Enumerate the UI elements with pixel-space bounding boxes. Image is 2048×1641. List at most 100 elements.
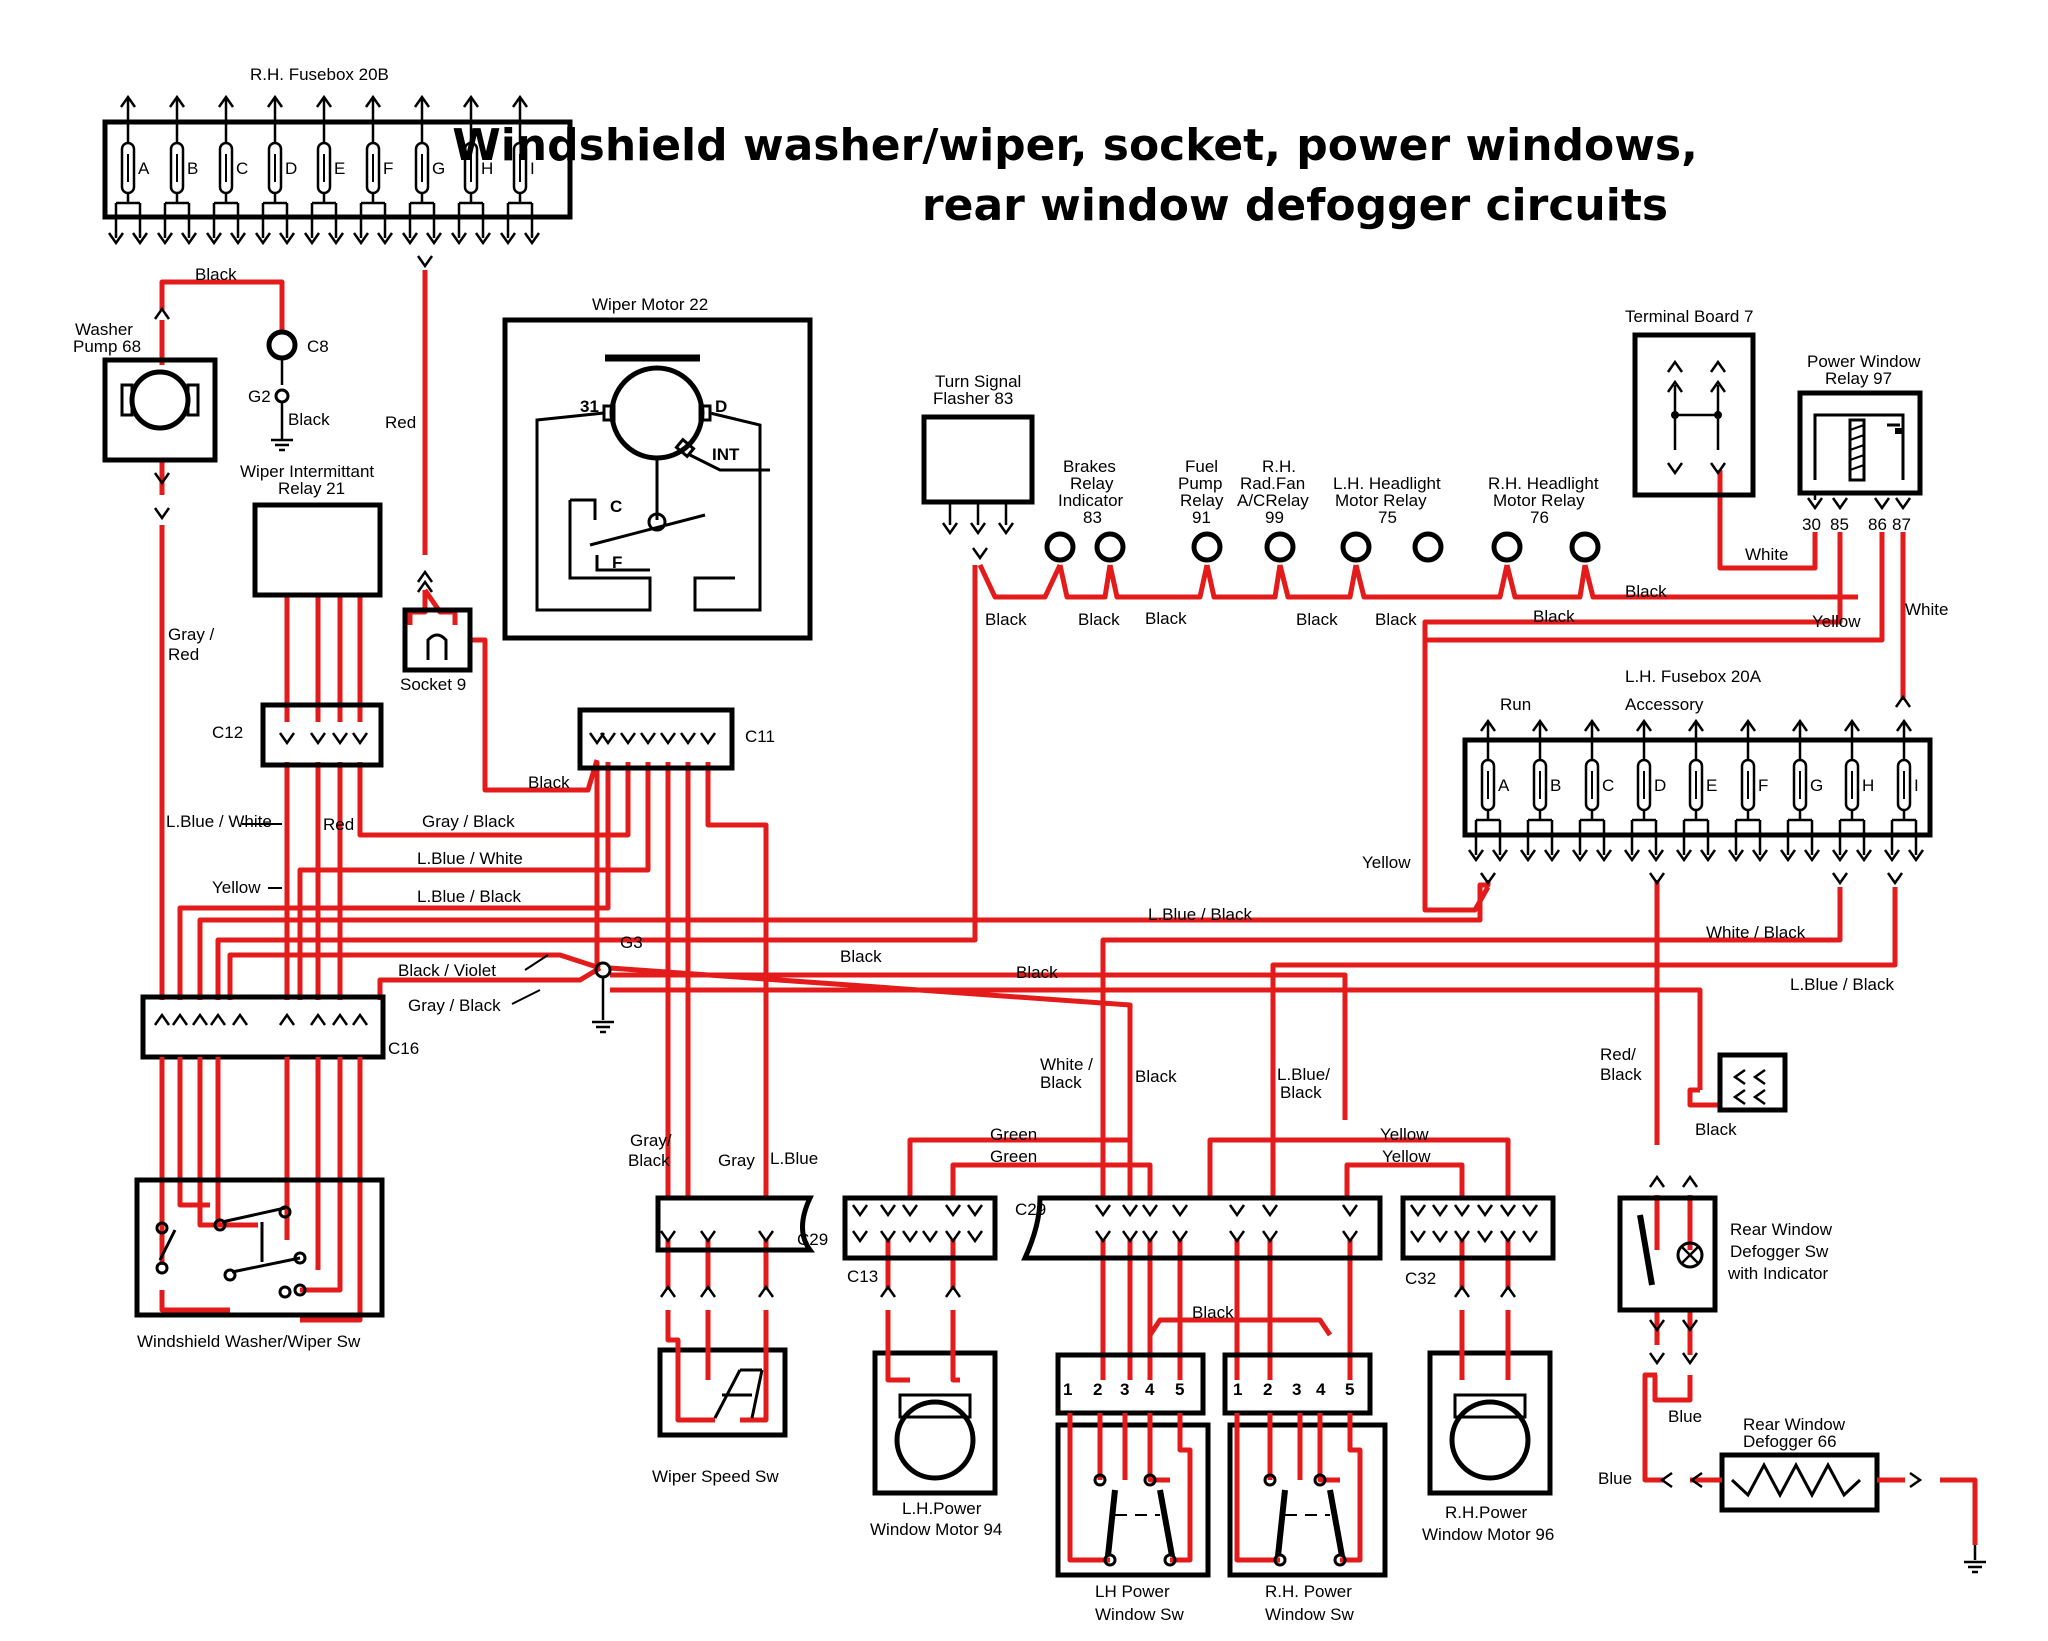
lh-window-motor: L.H.Power Window Motor 94 — [870, 1310, 1002, 1539]
pin-86: 86 — [1868, 515, 1887, 534]
title-line-2: rear window defogger circuits — [922, 180, 1668, 231]
lh-motor-label-2: Window Motor 94 — [870, 1520, 1002, 1539]
rh-fuse-letter: E — [334, 159, 345, 178]
run-label: Run — [1500, 695, 1531, 714]
lhhead-1: L.H. Headlight — [1333, 474, 1441, 493]
c29-left: C29 — [655, 1195, 828, 1253]
rh-fuse-f — [365, 141, 381, 195]
g3-label: G3 — [620, 933, 643, 952]
wire-label-white-black-v1: White / — [1040, 1055, 1093, 1074]
c29-label-left: C29 — [797, 1230, 828, 1249]
wire-label-green-1: Green — [990, 1125, 1037, 1144]
lh-fuse-i — [1896, 758, 1912, 812]
c32-connector — [1400, 1195, 1556, 1261]
terminal-board-label: Terminal Board 7 — [1625, 307, 1754, 326]
wire-label-lblue-black-right: L.Blue / Black — [1790, 975, 1894, 994]
brakes-3: Indicator — [1058, 491, 1124, 510]
wire-label-lblue-white-left: L.Blue / White — [166, 812, 272, 831]
rh-sw-pin-4: 4 — [1316, 1380, 1326, 1399]
defogger-label-2: Defogger 66 — [1743, 1432, 1837, 1451]
lh-fuse-letter: E — [1706, 776, 1717, 795]
wire-label-red-top: Red — [385, 413, 416, 432]
wire-label-black-c29: Black — [1135, 1067, 1177, 1086]
wiper-motor: Wiper Motor 22 31 D INT C F — [502, 295, 813, 641]
g3-ground-icon — [590, 1020, 616, 1034]
c12-connector — [260, 702, 384, 768]
rh-fuse-e — [316, 141, 332, 195]
rh-motor-label-1: R.H.Power — [1445, 1503, 1528, 1522]
lh-fuse-f — [1740, 758, 1756, 812]
wire-label-yellow-w2: Yellow — [1382, 1147, 1431, 1166]
lh-fuse-g — [1792, 758, 1808, 812]
fuel-1: Fuel — [1185, 457, 1218, 476]
lh-fuse-letter: H — [1862, 776, 1874, 795]
lh-fuse-letter: A — [1498, 776, 1510, 795]
c8-label: C8 — [307, 337, 329, 356]
wire-label-gray-black-v2: Black — [628, 1151, 670, 1170]
lh-window-switch: 1 2 3 4 5 LH Power Window Sw — [1055, 1352, 1211, 1624]
lh-fuse-b — [1532, 758, 1548, 812]
terminal-c: C — [610, 497, 622, 516]
pw-relay-label-2: Relay 97 — [1825, 369, 1892, 388]
washer-wiper-switch: Windshield Washer/Wiper Sw — [134, 1057, 385, 1351]
defogger-switch: Rear Window Defogger Sw with Indicator — [1617, 1175, 1833, 1365]
wiper-intermittant-relay: Wiper Intermittant Relay 21 — [240, 462, 383, 598]
rh-fuse-b — [169, 141, 185, 195]
wire-label-lblue-black-long: L.Blue / Black — [1148, 905, 1252, 924]
radfan-4: 99 — [1265, 508, 1284, 527]
wire-label-yellow-fuse: Yellow — [1362, 853, 1411, 872]
c29-label-big: C29 — [1015, 1200, 1046, 1219]
defogger-label-1: Rear Window — [1743, 1415, 1846, 1434]
defog-sw-label-2: Defogger Sw — [1730, 1242, 1829, 1261]
wire-label-gray: Gray — [718, 1151, 755, 1170]
wire-label-black-g2: Black — [288, 410, 330, 429]
rh-fuse-a — [120, 141, 136, 195]
terminal-31: 31 — [580, 397, 599, 416]
terminal-int: INT — [712, 445, 740, 464]
defogger-ground-connector — [1717, 1052, 1788, 1113]
c32-label: C32 — [1405, 1269, 1436, 1288]
lhhead-3: 75 — [1378, 508, 1397, 527]
wiper-relay-label-1: Wiper Intermittant — [240, 462, 374, 481]
wire-label-lblue: L.Blue — [770, 1149, 818, 1168]
lh-fuse-letter: I — [1914, 776, 1919, 795]
rh-sw-pin-3: 3 — [1292, 1380, 1301, 1399]
wire-label-gray-red-2: Red — [168, 645, 199, 664]
terminal-f: F — [612, 553, 622, 572]
wire-label-blue-1: Blue — [1668, 1407, 1702, 1426]
rh-fuse-g — [414, 141, 430, 195]
rh-fuse-letter: H — [481, 159, 493, 178]
c13-label: C13 — [847, 1267, 878, 1286]
radfan-2: Rad.Fan — [1240, 474, 1305, 493]
wire-label-black-r5: Black — [1375, 610, 1417, 629]
wire-label-lblue-black-mid: L.Blue / Black — [417, 887, 521, 906]
wire-label-gray-red-1: Gray / — [168, 625, 215, 644]
lh-fuse-letter: B — [1550, 776, 1561, 795]
rh-sw-label-1: R.H. Power — [1265, 1582, 1352, 1601]
wire-label-lblue-black-v2: Black — [1280, 1083, 1322, 1102]
washer-wiper-sw-label: Windshield Washer/Wiper Sw — [137, 1332, 361, 1351]
pw-relay-label-1: Power Window — [1807, 352, 1921, 371]
rh-motor-label-2: Window Motor 96 — [1422, 1525, 1554, 1544]
rear-window-defogger: Rear Window Defogger 66 — [1659, 1415, 1988, 1574]
wire-label-green-2: Green — [990, 1147, 1037, 1166]
lh-fuse-e — [1688, 758, 1704, 812]
lh-fuse-h — [1844, 758, 1860, 812]
lh-fusebox-label: L.H. Fusebox 20A — [1625, 667, 1762, 686]
c11-connector — [577, 707, 735, 771]
lh-fuse-a — [1480, 758, 1496, 812]
rh-sw-pin-2: 2 — [1263, 1380, 1272, 1399]
rh-sw-pin-1: 1 — [1233, 1380, 1242, 1399]
lh-sw-pin-3: 3 — [1120, 1380, 1129, 1399]
c11-label: C11 — [745, 727, 775, 746]
rh-sw-label-2: Window Sw — [1265, 1605, 1355, 1624]
wiper-speed-switch: Wiper Speed Sw — [652, 1310, 788, 1486]
brakes-4: 83 — [1083, 508, 1102, 527]
wire-label-black-r1: Black — [985, 610, 1027, 629]
brakes-1: Brakes — [1063, 457, 1116, 476]
wire-label-yellow-left: Yellow — [212, 878, 261, 897]
c16-label: C16 — [388, 1039, 419, 1058]
rh-window-switch: 1 2 3 4 5 R.H. Power Window Sw — [1222, 1352, 1388, 1624]
